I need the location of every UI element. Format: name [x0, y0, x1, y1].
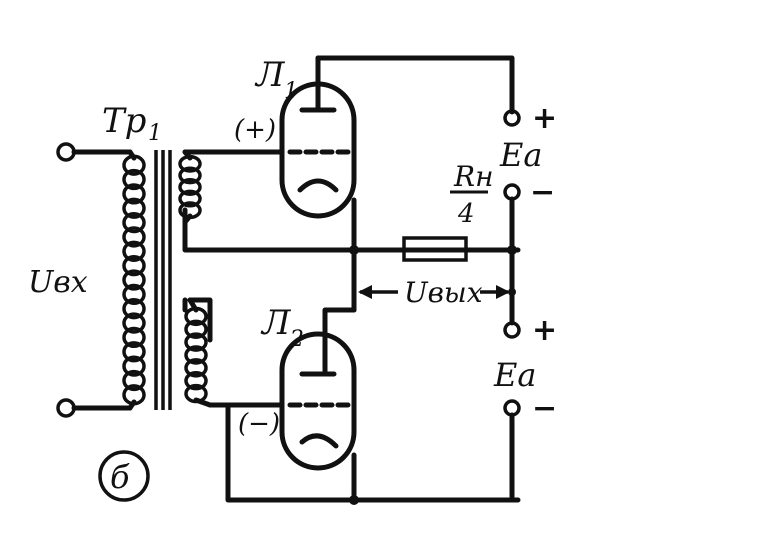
coil-turn	[178, 178, 202, 196]
coil-turn	[178, 189, 202, 208]
transformer-secondary-top	[178, 149, 202, 225]
tube1-label-sub: 1	[284, 79, 298, 104]
output-arrow-head-left	[358, 285, 372, 299]
coil-lead	[127, 399, 137, 411]
load-label-bottom: 4	[457, 199, 475, 229]
minus-sign-bottom: −	[532, 391, 557, 426]
sec-top-return	[182, 207, 521, 253]
minus-sign-top: −	[530, 175, 555, 210]
coil-turn	[122, 168, 146, 191]
coil-turn	[122, 283, 146, 306]
transformer-label-sub: 1	[148, 121, 162, 146]
transformer-core	[154, 150, 172, 410]
output-voltage-label: Uвых	[404, 276, 483, 309]
coil-turn	[122, 211, 146, 234]
coil-turn	[122, 355, 146, 377]
sec-bottom-return	[187, 297, 213, 343]
supply-top-label: Ea	[499, 136, 542, 174]
coil-turn	[122, 326, 146, 349]
coil-turn	[184, 370, 208, 391]
grid2-polarity-label: (−)	[238, 409, 280, 439]
junction-right-lower	[508, 288, 516, 296]
transformer-primary-winding	[122, 149, 146, 411]
supply-top-plus-terminal	[503, 109, 521, 127]
coil-turn	[184, 319, 208, 340]
tube2-label: Л	[260, 303, 292, 343]
coil-turn	[122, 183, 146, 205]
plus-sign-bottom: +	[532, 313, 557, 348]
coil-turn	[122, 341, 146, 363]
coil-turn	[122, 369, 146, 392]
coil-turn	[184, 358, 208, 378]
coil-turn	[122, 254, 146, 277]
tube-2	[279, 307, 357, 471]
tube1-label: Л	[254, 55, 286, 95]
figure-letter: б	[110, 458, 130, 496]
coil-turn	[122, 226, 146, 248]
coil-turn	[122, 197, 146, 219]
junction-right	[507, 245, 517, 255]
coil-turn	[122, 240, 146, 262]
output-arrow-head-right	[496, 285, 510, 299]
anode1-wire	[315, 55, 515, 115]
coil-turn	[184, 345, 208, 365]
supply-bottom-label: Ea	[493, 356, 536, 394]
coil-turn	[122, 312, 146, 334]
coil-turn	[184, 332, 208, 352]
supply-rail-bottom	[351, 412, 515, 503]
load-label-top: Rн	[453, 160, 494, 193]
grid1-polarity-label: (+)	[234, 115, 276, 145]
tube2-label-sub: 2	[289, 327, 304, 352]
figure-label-circle	[98, 450, 150, 502]
coil-turn	[122, 269, 146, 291]
coil-turn	[178, 166, 202, 185]
transformer-secondary-bottom	[184, 297, 213, 408]
input-voltage-label: Uвх	[28, 265, 88, 300]
coil-turn	[122, 298, 146, 320]
tube-1	[279, 55, 357, 219]
transformer-label: Tp	[102, 101, 146, 141]
coil-lead	[127, 149, 137, 161]
plus-sign-top: +	[532, 101, 557, 136]
